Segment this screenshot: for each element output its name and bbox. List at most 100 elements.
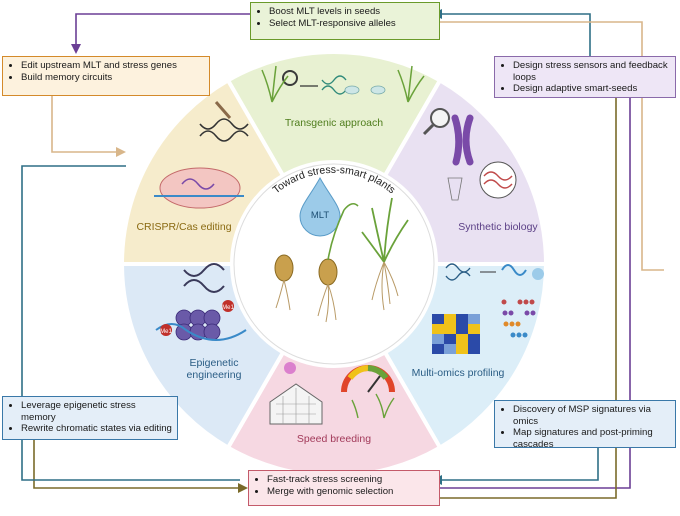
heatmap-cell — [456, 334, 468, 344]
network-node — [517, 299, 523, 305]
sector-label-transgenic: Transgenic approach — [285, 117, 383, 129]
arrowhead-crispr — [116, 147, 126, 157]
box-item: Merge with genomic selection — [267, 486, 434, 498]
tube-icon — [447, 177, 463, 201]
box-epigenetic-goals: Leverage epigenetic stress memory Rewrit… — [2, 396, 178, 440]
sector-label-speed: Speed breeding — [297, 433, 371, 445]
drop-label: MLT — [311, 210, 329, 221]
crispr-dna-icon — [199, 118, 249, 142]
heatmap-cell — [468, 324, 480, 334]
sector-label-omics: Multi-omics profiling — [412, 367, 505, 379]
heatmap-cell — [468, 344, 480, 354]
heatmap-cell — [456, 344, 468, 354]
omics-dna-icon — [445, 263, 471, 281]
network-node — [515, 321, 521, 327]
box-item: Discovery of MSP signatures via omics — [513, 404, 670, 427]
cell-icon — [344, 85, 360, 95]
methyl-label: Me1 — [222, 305, 234, 311]
scissors-hand-icon — [214, 101, 232, 119]
methyl-tag-icon — [160, 324, 172, 336]
epi-dna-icon — [183, 263, 225, 293]
sector-epigenetic — [119, 262, 286, 451]
arrow-olive-right — [440, 96, 617, 499]
box-item: Edit upstream MLT and stress genes — [21, 60, 204, 72]
box-item: Select MLT-responsive alleles — [269, 18, 434, 30]
cas-complex-icon — [159, 167, 241, 209]
heatmap-cell — [444, 314, 456, 324]
dna-zoom-icon — [479, 161, 517, 199]
network-node — [530, 310, 536, 316]
heatmap-cell — [432, 334, 444, 344]
methyl-label: Me1 — [160, 329, 172, 335]
gauge-green — [367, 365, 389, 380]
sector-transgenic — [225, 50, 443, 179]
seed-icon — [274, 254, 294, 311]
box-item: Fast-track stress screening — [267, 474, 434, 486]
box-crispr-goals: Edit upstream MLT and stress genes Build… — [2, 56, 210, 96]
box-omics-goals: Discovery of MSP signatures via omics Ma… — [494, 400, 676, 450]
network-node — [529, 299, 535, 305]
box-item: Boost MLT levels in seeds — [269, 6, 434, 18]
box-item: Build memory circuits — [21, 72, 204, 84]
heatmap-cell — [456, 314, 468, 324]
greenhouse-frame-icon — [276, 388, 316, 424]
arrow-tan-top — [440, 21, 664, 271]
arrow-bottom-to-bottomleft — [21, 165, 240, 481]
heatmap-cell — [456, 324, 468, 334]
arrow-purple-right — [440, 96, 631, 489]
gauge-needle-icon — [367, 375, 381, 393]
grow-light-icon — [284, 362, 296, 374]
heatmap-cell — [444, 344, 456, 354]
box-item: Design adaptive smart-seeds — [513, 83, 670, 95]
cell-icon — [370, 85, 386, 95]
arrowhead-topleft — [71, 44, 81, 54]
guide-rna-icon — [181, 178, 215, 190]
germinating-seed-icon — [317, 202, 359, 323]
heatmap-cell — [468, 334, 480, 344]
box-synbio-goals: Design stress sensors and feedback loops… — [494, 56, 676, 98]
box-item: Design stress sensors and feedback loops — [513, 60, 670, 83]
arrow-bottomright-to-bottom — [440, 448, 599, 481]
box-item: Leverage epigenetic stress memory — [21, 400, 172, 423]
center-hub: Toward stress-smart plants MLT — [233, 163, 435, 365]
box-speed-breeding-goals: Fast-track stress screening Merge with g… — [248, 470, 440, 506]
box-item: Map signatures and post-priming cascades — [513, 427, 670, 450]
methyl-tag-icon — [222, 300, 234, 312]
heatmap-cell — [432, 314, 444, 324]
chromosome-icon — [451, 114, 474, 166]
box-item: Rewrite chromatic states via editing — [21, 423, 172, 435]
sector-synbio — [382, 77, 549, 266]
magnifier-icon — [430, 108, 450, 128]
nucleosome-icon — [203, 323, 221, 341]
heatmap-cell — [444, 324, 456, 334]
melatonin-drop — [299, 176, 341, 237]
network-node — [503, 321, 509, 327]
plant-icon — [261, 65, 289, 103]
network-node — [516, 332, 522, 338]
network-node — [509, 321, 515, 327]
network-node — [522, 332, 528, 338]
protein-icon — [532, 268, 544, 280]
gauge-yellow — [347, 365, 369, 380]
network-node — [510, 332, 516, 338]
heatmap-cell — [432, 344, 444, 354]
arrow-top-to-topleft — [75, 13, 252, 46]
arrow-bottomleft-to-bottom — [33, 440, 240, 489]
network-node — [502, 310, 508, 316]
network-node — [523, 299, 529, 305]
dna-helix-icon — [321, 75, 347, 95]
network-node — [508, 310, 514, 316]
sector-label-synbio: Synthetic biology — [458, 221, 538, 233]
heatmap-cell — [444, 334, 456, 344]
sector-omics — [382, 262, 549, 451]
rna-icon — [501, 264, 527, 276]
plant-icon — [397, 65, 425, 103]
sector-label-crispr: CRISPR/Cas editing — [136, 221, 231, 233]
magnifier-handle-icon — [422, 123, 435, 136]
network-node — [524, 310, 530, 316]
plasmid-icon — [282, 70, 298, 86]
